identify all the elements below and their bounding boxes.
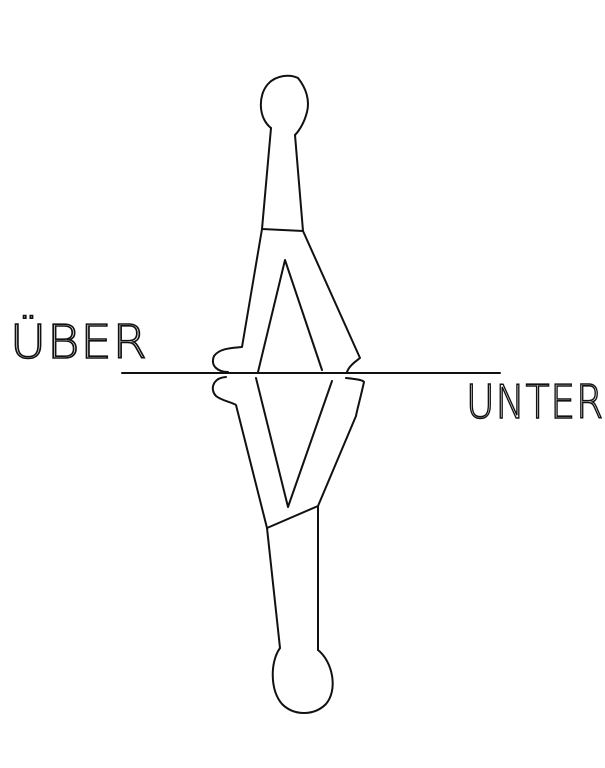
figure-above [212, 74, 361, 373]
torso-above [261, 127, 304, 232]
legs-above [212, 228, 361, 373]
label-unter: UNTER [466, 375, 604, 429]
label-uber: ÜBER [10, 315, 148, 369]
figure-below-reflection [211, 376, 365, 714]
legs-below [211, 376, 365, 529]
torso-below [266, 505, 319, 651]
head-below [271, 647, 334, 714]
head-above [259, 74, 309, 136]
